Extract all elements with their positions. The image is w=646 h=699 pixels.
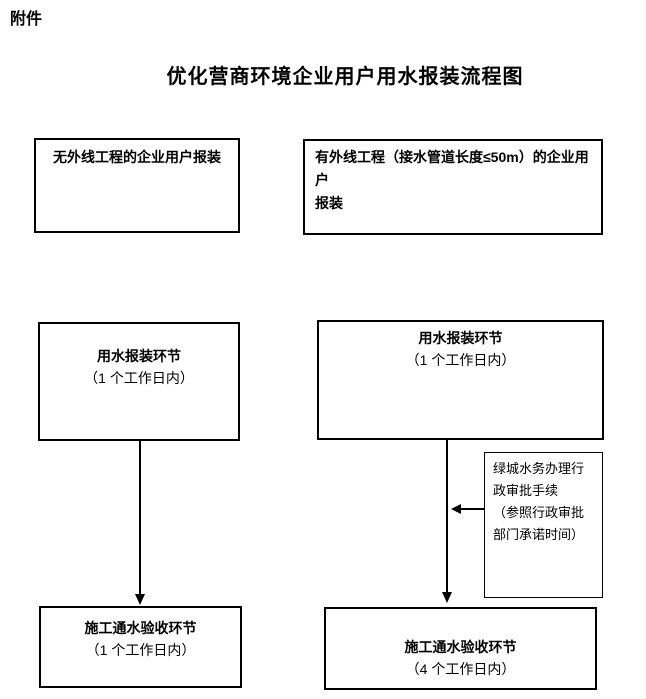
box-external-start: 有外线工程（接水管道长度≤50m）的企业用户 报装 [303,139,603,235]
down-arrow-external-line [446,440,448,592]
down-arrow-no-external-line [139,441,141,594]
box-no-external-start-label: 无外线工程的企业用户报装 [53,149,221,165]
down-arrow-no-external-head-icon [135,594,145,605]
box-approval-side-note-line4: 部门承诺时间） [493,527,585,542]
left-arrow-side-note-head-icon [451,504,461,514]
box-approval-side-note-line1: 绿城水务办理行 [493,461,585,476]
box-external-start-line2: 报装 [315,195,343,211]
left-arrow-side-note-line [461,508,484,510]
box-no-external-apply-duration: （1 个工作日内） [84,370,194,386]
box-no-external-start: 无外线工程的企业用户报装 [34,138,240,233]
box-external-acceptance-duration: （4 个工作日内） [405,661,516,677]
attachment-label: 附件 [10,11,43,28]
box-no-external-acceptance-duration: （1 个工作日内） [85,642,196,658]
box-no-external-acceptance-title: 施工通水验收环节 [84,620,197,636]
box-no-external-acceptance: 施工通水验收环节 （1 个工作日内） [39,606,242,688]
down-arrow-external-head-icon [442,592,452,603]
box-approval-side-note-line2: 政审批手续 [493,483,559,498]
box-external-acceptance-title: 施工通水验收环节 [404,639,517,655]
box-external-start-line1: 有外线工程（接水管道长度≤50m）的企业用户 [315,149,589,188]
box-external-apply-title: 用水报装环节 [418,330,503,346]
box-no-external-apply: 用水报装环节 （1 个工作日内） [38,322,240,441]
box-external-apply: 用水报装环节 （1 个工作日内） [317,320,604,440]
box-no-external-apply-title: 用水报装环节 [97,348,181,364]
box-approval-side-note-line3: （参照行政审批 [493,505,585,520]
page-title: 优化营商环境企业用户用水报装流程图 [166,66,524,88]
box-external-apply-duration: （1 个工作日内） [405,352,516,368]
box-external-acceptance: 施工通水验收环节 （4 个工作日内） [324,607,597,690]
box-approval-side-note: 绿城水务办理行 政审批手续 （参照行政审批 部门承诺时间） [484,452,603,598]
